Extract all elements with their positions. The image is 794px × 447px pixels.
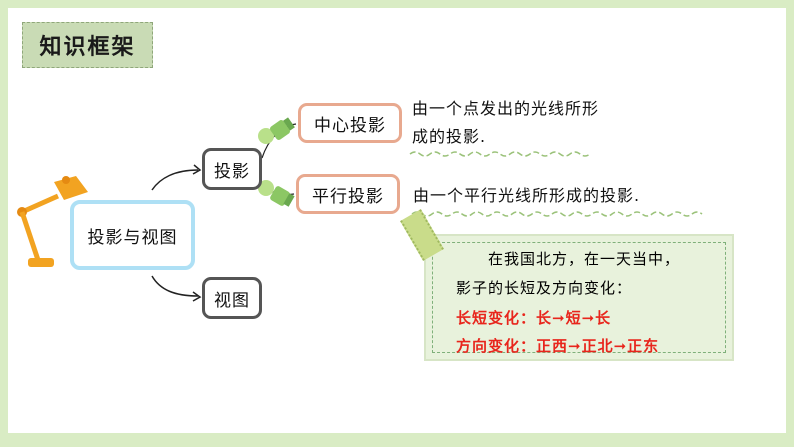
mindmap-node-central-projection[interactable]: 中心投影 [298, 103, 402, 143]
mindmap-node-view[interactable]: 视图 [202, 277, 262, 319]
note-line-1: 在我国北方，在一天当中， [488, 248, 680, 269]
note-line-3: 长短变化：长➞短➞长 [456, 307, 611, 328]
bulb-connector-icon [257, 108, 302, 148]
note-line-4: 方向变化：正西➞正北➞正东 [456, 335, 659, 356]
parallel-projection-description: 由一个平行光线所形成的投影. [413, 182, 640, 210]
wavy-underline [412, 210, 702, 216]
mindmap-node-projection[interactable]: 投影 [202, 148, 262, 190]
mindmap-node-parallel-projection[interactable]: 平行投影 [296, 174, 400, 214]
note-card: 在我国北方，在一天当中， 影子的长短及方向变化： 长短变化：长➞短➞长 方向变化… [424, 234, 734, 361]
central-projection-description: 由一个点发出的光线所形成的投影. [412, 95, 602, 151]
note-line-2: 影子的长短及方向变化： [456, 277, 632, 298]
mindmap-root[interactable]: 投影与视图 [70, 200, 195, 270]
wavy-underline [410, 150, 590, 156]
